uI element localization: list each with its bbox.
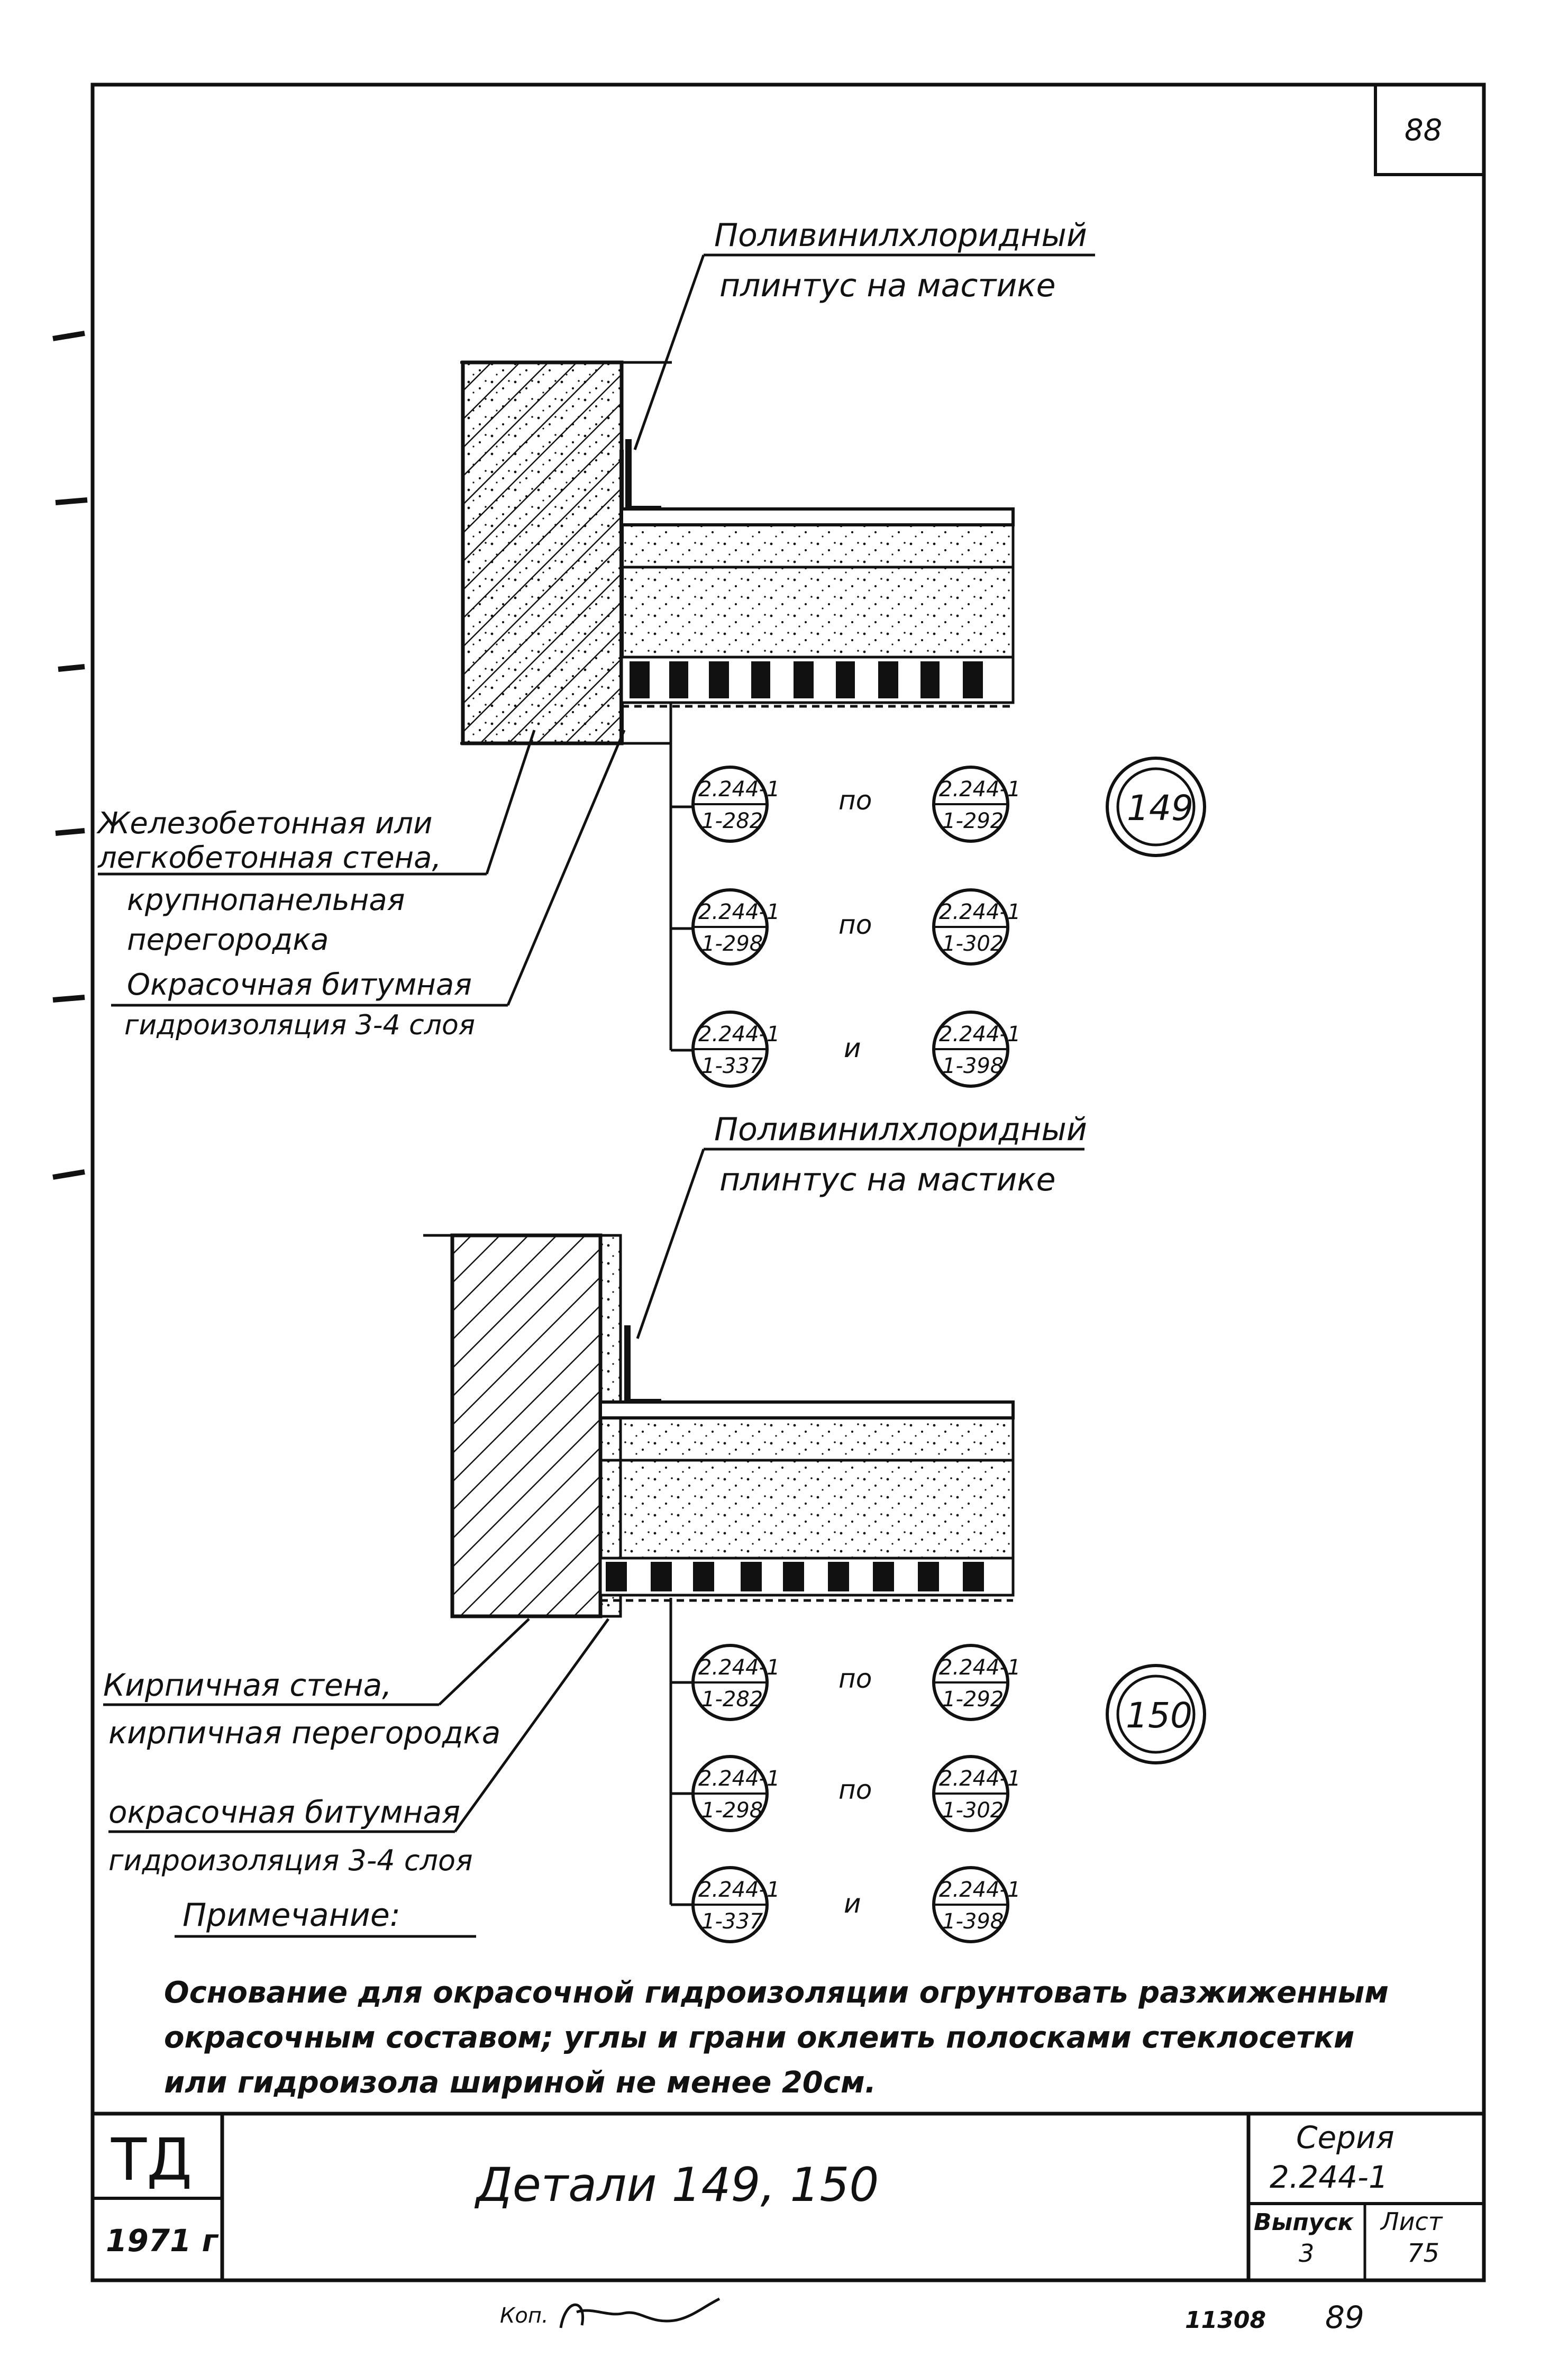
- ref-150-2-right-top: 2.244-1: [939, 1767, 1020, 1791]
- title-main: Детали 149, 150: [474, 2158, 879, 2212]
- plinth-label-150-line1: Поливинилхлоридный: [714, 1111, 1087, 1148]
- plinth-label-150-line2: плинтус на мастике: [719, 1161, 1056, 1198]
- ref-150-1-right-bottom: 1-292: [942, 1687, 1004, 1712]
- ref-150-2-right-bottom: 1-302: [942, 1798, 1004, 1823]
- wall-label-149-line1: Железобетонная или: [96, 806, 433, 841]
- ref-row-150-3: 2.244-1 1-337 и 2.244-1 1-398: [691, 1866, 1020, 1943]
- floor-concrete-149: [620, 566, 1015, 659]
- note: Примечание: Основание для окрасочной гид…: [164, 1897, 1389, 2100]
- ref-149-1-left-bottom: 1-282: [701, 809, 763, 833]
- footer-stamp: 11308: [1185, 2307, 1266, 2334]
- ref-150-1-left-top: 2.244-1: [698, 1655, 780, 1680]
- wall-label-149-line4: перегородка: [127, 923, 329, 957]
- detail-150: Поливинилхлоридный плинтус на мастике 2.…: [103, 1111, 1206, 1943]
- floor-top-149: [620, 507, 1015, 526]
- plinth-label-149-line2: плинтус на мастике: [719, 267, 1056, 304]
- ref-150-3-left-top: 2.244-1: [698, 1878, 780, 1902]
- title-org: ТД: [111, 2126, 192, 2194]
- title-block: ТД 1971 г Детали 149, 150 Серия 2.244-1 …: [93, 2112, 1484, 2280]
- wall-149-speckle: [463, 362, 622, 743]
- ref-150-2-conj: по: [838, 1775, 872, 1805]
- floor-concrete-150: [599, 1459, 1015, 1560]
- floor-screed-149: [620, 523, 1015, 569]
- waterproof-label-150-line2: гидроизоляция 3-4 слоя: [108, 1844, 473, 1877]
- sheet-number: 88: [1405, 113, 1442, 148]
- detail-150-marker: 150: [1106, 1664, 1206, 1764]
- issue-label: Выпуск: [1254, 2209, 1354, 2236]
- footer-page: 89: [1325, 2299, 1364, 2335]
- sheet-number-box: [1374, 83, 1485, 176]
- waterproof-label-149-line2: гидроизоляция 3-4 слоя: [124, 1009, 475, 1041]
- wall-label-150-line2: кирпичная перегородка: [108, 1715, 500, 1751]
- ref-149-2-right-bottom: 1-302: [942, 932, 1004, 956]
- ref-149-3-right-top: 2.244-1: [939, 1022, 1020, 1047]
- ref-150-3-right-top: 2.244-1: [939, 1878, 1020, 1902]
- ref-149-2-conj: по: [838, 909, 872, 940]
- sheet-frame: [90, 83, 1486, 2282]
- ref-149-3-left-top: 2.244-1: [698, 1022, 780, 1047]
- note-line-3: или гидроизола шириной не менее 20см.: [164, 2065, 876, 2100]
- ref-149-2-right-top: 2.244-1: [939, 900, 1020, 924]
- note-heading: Примечание:: [183, 1897, 400, 1934]
- ref-150-2-left-bottom: 1-298: [701, 1798, 763, 1823]
- wall-label-150-line1: Кирпичная стена,: [103, 1667, 392, 1703]
- ref-row-150-2: 2.244-1 1-298 по 2.244-1 1-302: [691, 1755, 1020, 1832]
- footer: Коп. 11308 89: [500, 2297, 1364, 2335]
- gravel-blocks-150: [606, 1562, 984, 1591]
- ref-149-3-left-bottom: 1-337: [701, 1054, 763, 1078]
- ref-150-1-left-bottom: 1-282: [701, 1687, 763, 1712]
- floor-top-150: [599, 1400, 1015, 1419]
- ref-150-3-right-bottom: 1-398: [942, 1909, 1004, 1934]
- waterproof-label-150-line1: окрасочная битумная: [108, 1794, 460, 1830]
- plinth-149: [625, 439, 661, 512]
- ref-149-1-conj: по: [838, 785, 872, 816]
- ref-149-2-left-top: 2.244-1: [698, 900, 780, 924]
- floor-screed-150: [599, 1416, 1015, 1462]
- sheet-label: Лист: [1380, 2207, 1443, 2236]
- detail-149-number: 149: [1127, 788, 1193, 829]
- ref-150-1-conj: по: [838, 1663, 872, 1694]
- ref-149-3-conj: и: [844, 1033, 861, 1063]
- ref-149-2-left-bottom: 1-298: [701, 932, 763, 956]
- ref-149-1-left-top: 2.244-1: [698, 777, 780, 802]
- note-line-1: Основание для окрасочной гидроизоляции о…: [164, 1976, 1389, 2010]
- title-year: 1971 г: [106, 2223, 219, 2259]
- ref-row-149-2: 2.244-1 1-298 по 2.244-1 1-302: [691, 888, 1020, 966]
- series-label: Серия: [1296, 2119, 1394, 2155]
- waterproof-label-149-line1: Окрасочная битумная: [127, 968, 472, 1002]
- note-line-2: окрасочным составом; углы и грани оклеит…: [164, 2021, 1354, 2055]
- plinth-label-149-line1: Поливинилхлоридный: [714, 217, 1087, 254]
- ref-row-150-1: 2.244-1 1-282 по 2.244-1 1-292: [691, 1644, 1020, 1721]
- sheet-value: 75: [1407, 2238, 1439, 2268]
- signature: [559, 2297, 721, 2328]
- plinth-150: [624, 1325, 661, 1405]
- ref-149-3-right-bottom: 1-398: [942, 1054, 1004, 1078]
- wall-label-149-line2: легкобетонная стена,: [97, 841, 441, 875]
- ref-150-3-conj: и: [844, 1888, 861, 1919]
- ref-149-1-right-bottom: 1-292: [942, 809, 1004, 833]
- detail-150-number: 150: [1126, 1695, 1192, 1736]
- ref-149-1-right-top: 2.244-1: [939, 777, 1020, 802]
- detail-149-marker: 149: [1106, 757, 1206, 857]
- detail-149: Поливинилхлоридный плинтус на мастике: [96, 217, 1206, 1088]
- ref-row-149-1: 2.244-1 1-282 по 2.244-1 1-292: [691, 766, 1020, 843]
- issue-value: 3: [1299, 2239, 1314, 2268]
- gravel-blocks-149: [630, 661, 983, 698]
- copy-label: Коп.: [500, 2304, 549, 2328]
- series-value: 2.244-1: [1270, 2159, 1388, 2195]
- margin-ticks: [52, 331, 88, 1180]
- ref-row-149-3: 2.244-1 1-337 и 2.244-1 1-398: [691, 1011, 1020, 1088]
- ref-150-1-right-top: 2.244-1: [939, 1655, 1020, 1680]
- wall-label-149-line3: крупнопанельная: [127, 883, 405, 917]
- ref-150-3-left-bottom: 1-337: [701, 1909, 763, 1934]
- wall-150: [450, 1233, 603, 1618]
- ref-150-2-left-top: 2.244-1: [698, 1767, 780, 1791]
